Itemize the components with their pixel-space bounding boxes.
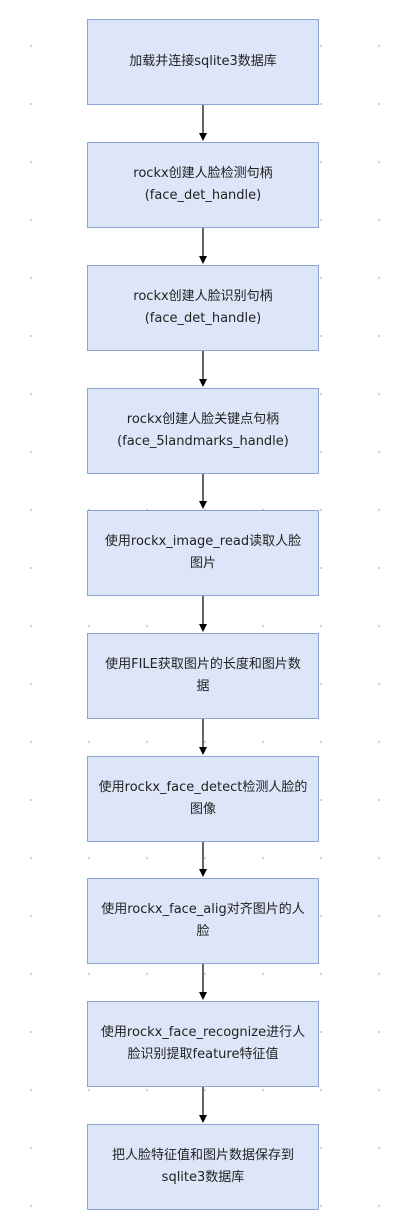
step-text-line: 据 [196,679,210,694]
step-text-line: 使用FILE获取图片的长度和图片数 [105,657,301,672]
step-face-align: 使用rockx_face_alig对齐图片的人 脸 [87,878,319,964]
step-label: 使用FILE获取图片的长度和图片数 据 [105,654,301,698]
step-load-sqlite: 加载并连接sqlite3数据库 [87,19,319,105]
step-create-detect-handle: rockx创建人脸检测句柄 (face_det_handle) [87,142,319,228]
step-text-line: 图像 [189,802,216,817]
step-label: 使用rockx_face_recognize进行人 脸识别提取feature特征… [101,1022,305,1066]
flow-arrowhead [199,747,207,755]
step-face-detect: 使用rockx_face_detect检测人脸的 图像 [87,756,319,842]
step-text-line: 图片 [189,556,216,571]
step-label: 把人脸特征值和图片数据保存到 sqlite3数据库 [112,1145,294,1189]
step-create-landmarks-handle: rockx创建人脸关键点句柄 (face_5landmarks_handle) [87,388,319,474]
flow-arrowhead [199,992,207,1000]
step-text-line: sqlite3数据库 [161,1170,245,1185]
flow-arrowhead [199,133,207,141]
step-label: 使用rockx_face_detect检测人脸的 图像 [99,777,308,821]
step-label: rockx创建人脸关键点句柄 (face_5landmarks_handle) [117,409,289,453]
step-label: 使用rockx_image_read读取人脸 图片 [105,531,301,575]
flow-arrowhead [199,256,207,264]
step-create-recognize-handle: rockx创建人脸识别句柄 (face_det_handle) [87,265,319,351]
step-save-to-sqlite: 把人脸特征值和图片数据保存到 sqlite3数据库 [87,1124,319,1210]
flow-arrowhead [199,624,207,632]
step-text-line: 把人脸特征值和图片数据保存到 [111,1148,294,1163]
step-text-line: 脸 [196,924,210,939]
step-text-line: rockx创建人脸关键点句柄 [126,412,280,427]
step-text-line: 脸识别提取feature特征值 [127,1047,279,1062]
step-text-line: rockx创建人脸识别句柄 [133,289,273,304]
step-text-line: rockx创建人脸检测句柄 [133,166,273,181]
step-text-line: (face_det_handle) [144,188,262,203]
step-text-line: 使用rockx_image_read读取人脸 [104,534,302,549]
step-label: 加载并连接sqlite3数据库 [129,51,277,73]
flow-arrowhead [199,869,207,877]
flow-arrowhead [199,379,207,387]
step-label: rockx创建人脸检测句柄 (face_det_handle) [133,163,272,207]
step-label: 使用rockx_face_alig对齐图片的人 脸 [101,899,305,943]
step-label: rockx创建人脸识别句柄 (face_det_handle) [133,286,272,330]
step-face-recognize: 使用rockx_face_recognize进行人 脸识别提取feature特征… [87,1001,319,1087]
step-text-line: 加载并连接sqlite3数据库 [129,54,277,69]
flow-arrowhead [199,1115,207,1123]
step-text-line: 使用rockx_face_recognize进行人 [100,1025,306,1040]
step-text-line: (face_det_handle) [144,311,262,326]
step-file-read-image: 使用FILE获取图片的长度和图片数 据 [87,633,319,719]
step-text-line: 使用rockx_face_alig对齐图片的人 [101,902,305,917]
flow-arrowhead [199,501,207,509]
step-image-read: 使用rockx_image_read读取人脸 图片 [87,510,319,596]
step-text-line: 使用rockx_face_detect检测人脸的 [98,780,308,795]
step-text-line: (face_5landmarks_handle) [117,434,289,449]
